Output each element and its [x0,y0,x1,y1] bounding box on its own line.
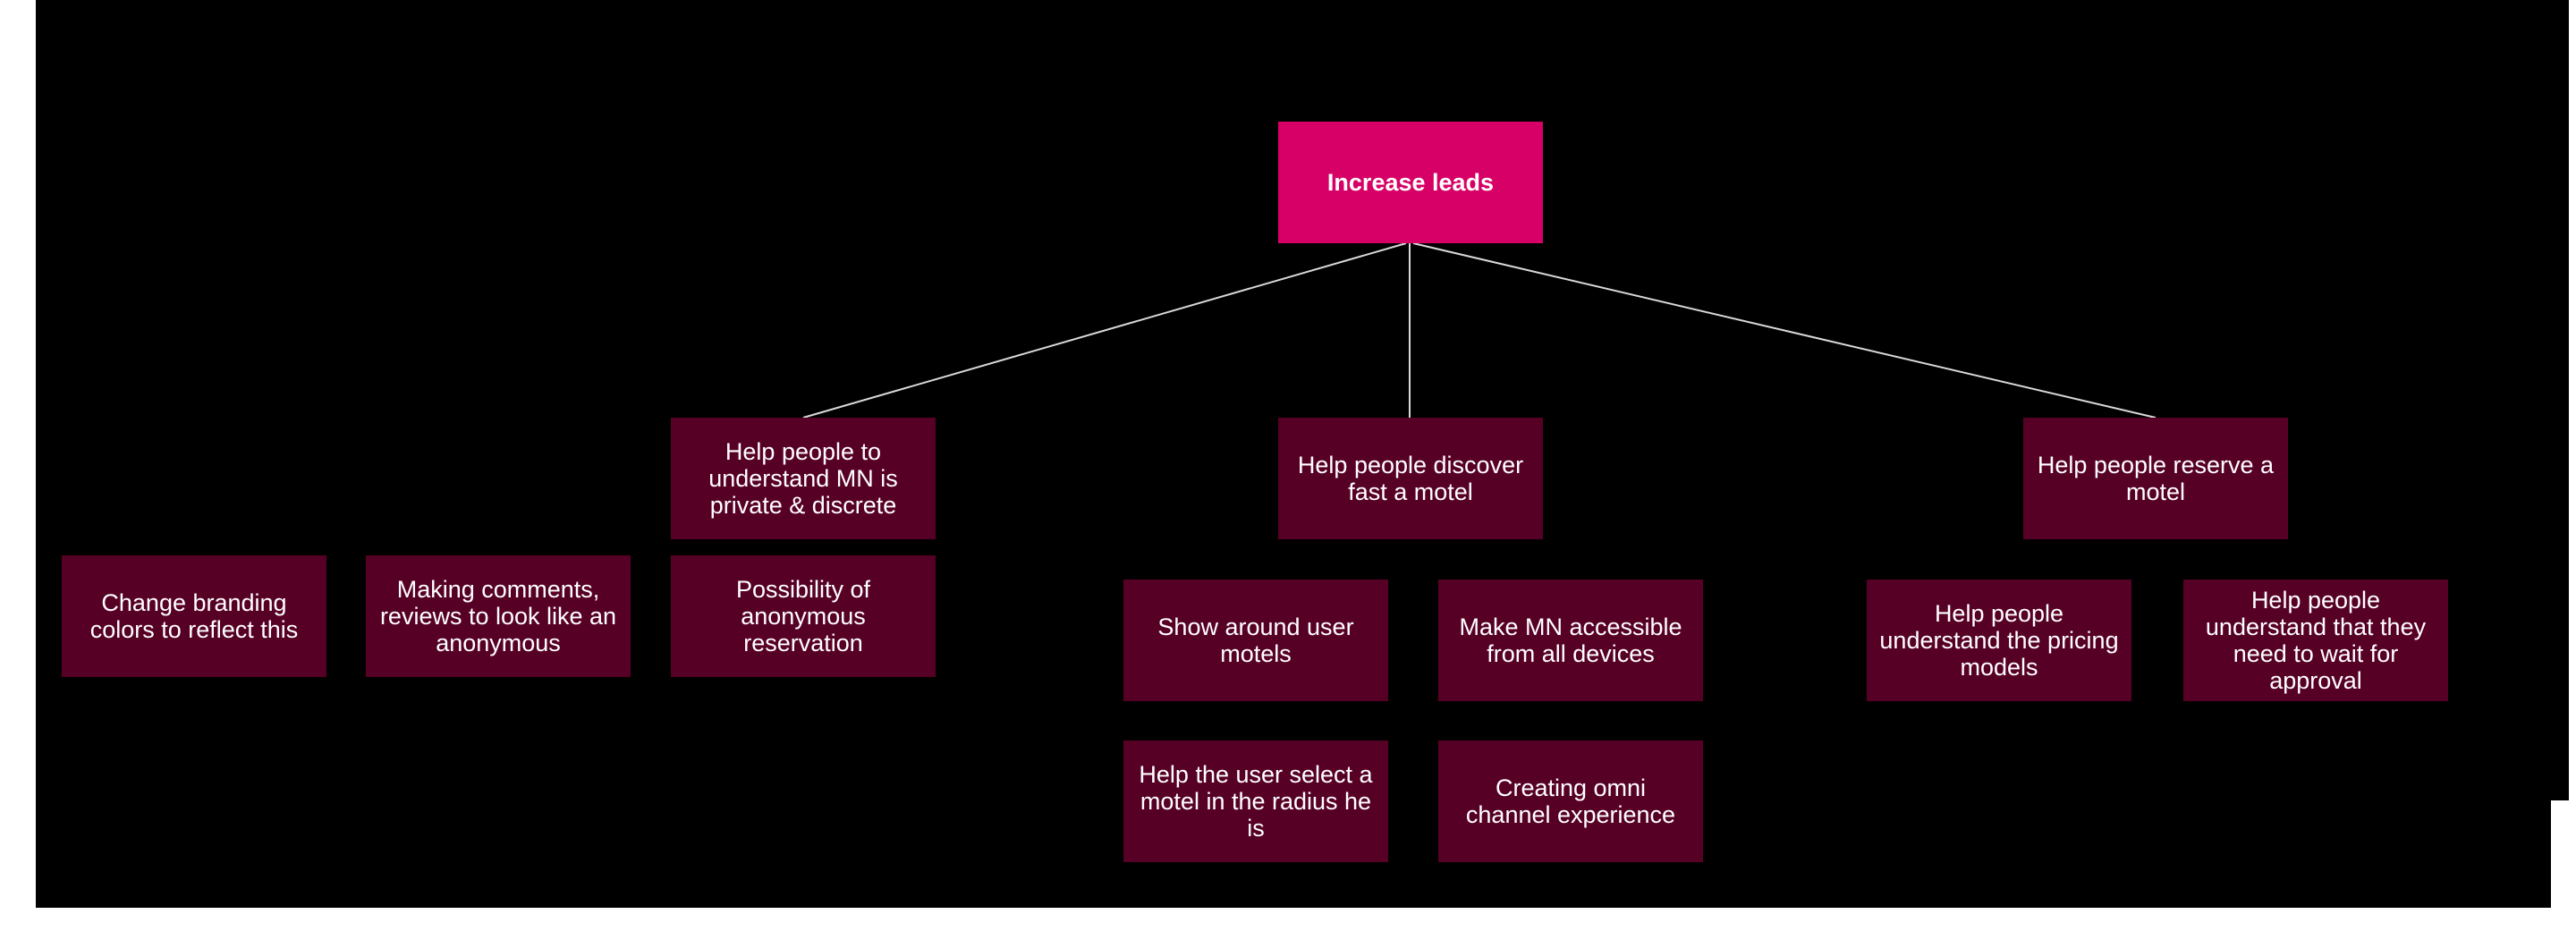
goal-node-discover[interactable]: Help people discover fast a motel [1278,418,1543,539]
idea-node-nearby-motels[interactable]: Show around user motels [1123,580,1388,701]
canvas-edge [2551,0,2569,800]
idea-node-approval-wait[interactable]: Help people understand that they need to… [2183,580,2448,701]
goal-node-privacy[interactable]: Help people to understand MN is private … [671,418,936,539]
idea-node-anonymous-reviews[interactable]: Making comments, reviews to look like an… [366,555,631,677]
root-node[interactable]: Increase leads [1278,122,1543,243]
connector-root-to-reserve [1412,242,2157,419]
idea-node-radius-select[interactable]: Help the user select a motel in the radi… [1123,741,1388,862]
idea-node-anonymous-reservation[interactable]: Possibility of anonymous reservation [671,555,936,677]
connector-root-to-privacy [802,242,1407,419]
goal-node-reserve[interactable]: Help people reserve a motel [2023,418,2288,539]
idea-node-omni-channel[interactable]: Creating omni channel experience [1438,741,1703,862]
idea-node-branding-colors[interactable]: Change branding colors to reflect this [62,555,326,677]
idea-node-pricing-models[interactable]: Help people understand the pricing model… [1867,580,2131,701]
idea-node-all-devices[interactable]: Make MN accessible from all devices [1438,580,1703,701]
